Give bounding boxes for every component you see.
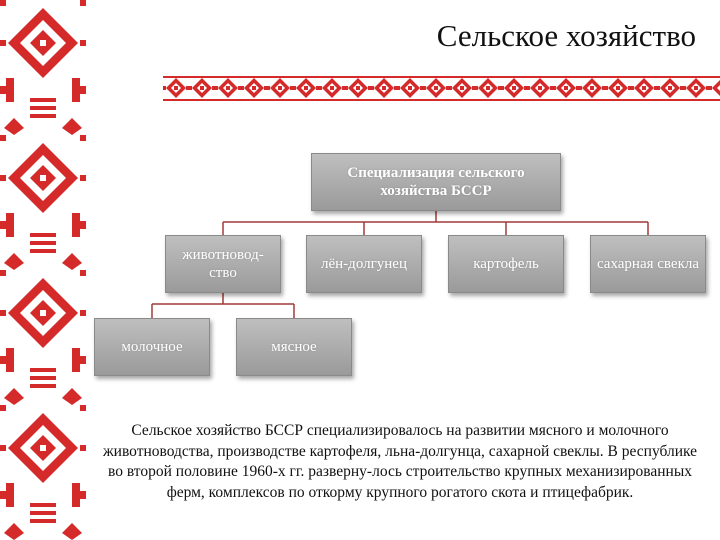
- branch-potato: картофель: [448, 235, 564, 293]
- livestock-dairy: молочное: [94, 318, 210, 376]
- livestock-meat: мясное: [236, 318, 352, 376]
- slide-title: Сельское хозяйство: [436, 18, 696, 53]
- root-node: Специализация сельского хозяйства БССР: [311, 153, 561, 211]
- branch-livestock: животновод-ство: [165, 235, 281, 293]
- description-text: Сельское хозяйство БССР специализировало…: [102, 422, 698, 501]
- left-ornament-border: [0, 0, 86, 540]
- branch-sugar-beet: сахарная свекла: [590, 235, 706, 293]
- branch-flax: лён-долгунец: [306, 235, 422, 293]
- top-ornament-band: [163, 76, 720, 101]
